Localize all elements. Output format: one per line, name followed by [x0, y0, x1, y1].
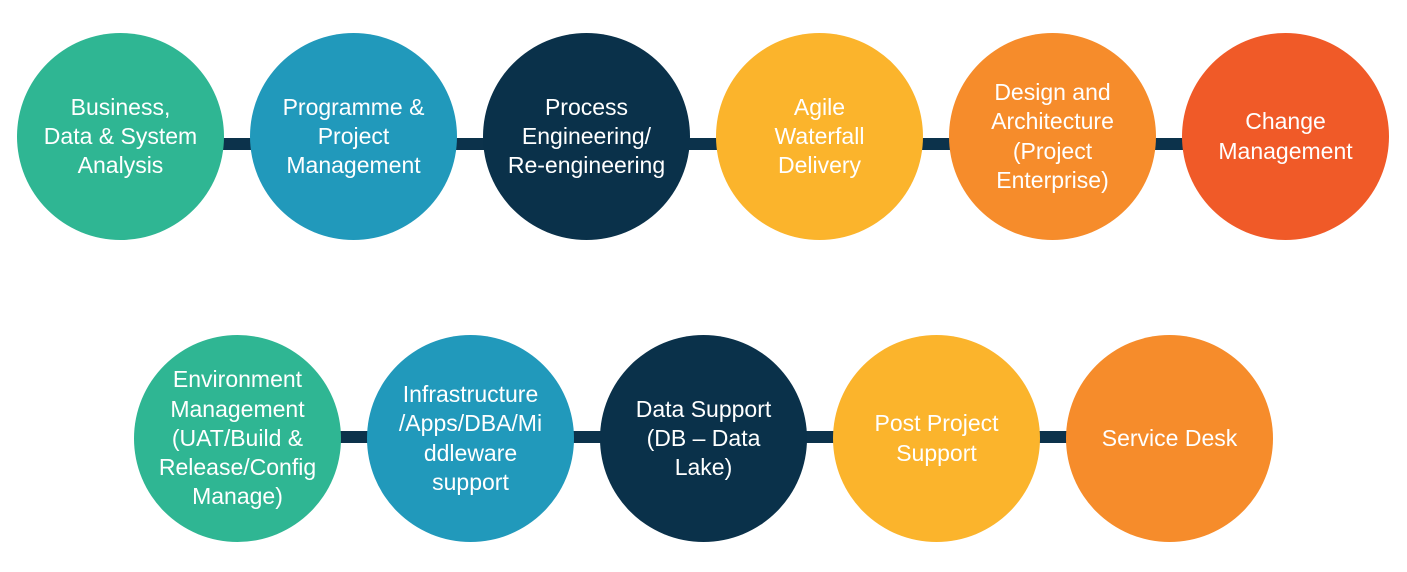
node-design-architecture: Design and Architecture (Project Enterpr…	[949, 33, 1156, 240]
node-label: Infrastructure /Apps/DBA/Mi ddleware sup…	[398, 381, 543, 495]
node-label: Post Project Support	[874, 410, 999, 466]
node-post-project-support: Post Project Support	[833, 335, 1040, 542]
node-label: Service Desk	[1101, 424, 1238, 451]
node-label: Process Engineering/ Re-engineering	[507, 93, 666, 179]
node-data-support: Data Support (DB – Data Lake)	[600, 335, 807, 542]
node-label: Data Support (DB – Data Lake)	[635, 395, 772, 481]
node-business-data-system-analysis: Business, Data & System Analysis	[17, 33, 224, 240]
node-label: Business, Data & System Analysis	[43, 93, 198, 179]
node-label: Environment Management (UAT/Build & Rele…	[158, 366, 317, 510]
node-environment-management: Environment Management (UAT/Build & Rele…	[134, 335, 341, 542]
node-service-desk: Service Desk	[1066, 335, 1273, 542]
diagram-row-bottom: Environment Management (UAT/Build & Rele…	[134, 335, 1273, 542]
node-programme-project-management: Programme & Project Management	[250, 33, 457, 240]
node-process-engineering: Process Engineering/ Re-engineering	[483, 33, 690, 240]
node-label: Change Management	[1218, 108, 1353, 164]
node-label: Design and Architecture (Project Enterpr…	[991, 79, 1114, 193]
diagram-row-top: Business, Data & System Analysis Program…	[17, 33, 1389, 240]
node-label: Agile Waterfall Delivery	[774, 93, 865, 179]
node-label: Programme & Project Management	[282, 93, 425, 179]
node-change-management: Change Management	[1182, 33, 1389, 240]
node-agile-waterfall-delivery: Agile Waterfall Delivery	[716, 33, 923, 240]
node-infrastructure-support: Infrastructure /Apps/DBA/Mi ddleware sup…	[367, 335, 574, 542]
